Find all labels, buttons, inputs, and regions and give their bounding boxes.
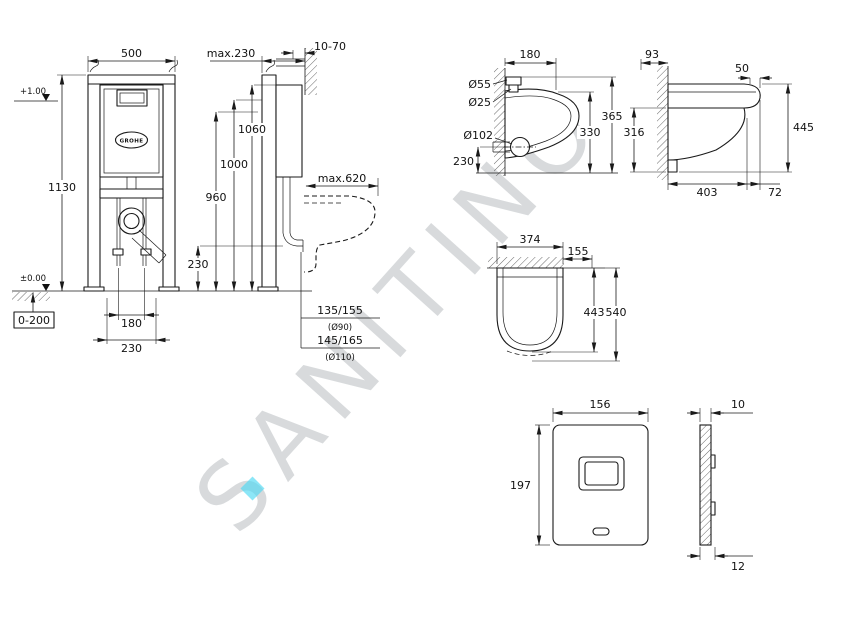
dim-bolt-230: 230 <box>93 298 170 355</box>
plate-front-dims: 156 197 <box>510 398 649 546</box>
outlet-bend-circle <box>117 207 146 235</box>
dim-330-label: 330 <box>580 126 601 139</box>
flush-pipe-assembly <box>99 177 167 266</box>
flush-button-inner <box>584 461 619 486</box>
frame-front-view: GROHE 500 <box>12 47 380 363</box>
floor-hatch <box>12 292 50 301</box>
dim-230-height-label: 230 <box>188 258 209 271</box>
cistern: GROHE <box>99 84 164 178</box>
flush-plate-view: 156 197 10 12 <box>510 398 753 573</box>
dim-374-label: 374 <box>520 233 541 246</box>
bowl-dims: 180 Ø55 Ø25 Ø102 230 330 365 <box>453 48 626 174</box>
dia-55-label: Ø55 <box>468 78 491 91</box>
ref-zero-label: ±0.00 <box>20 274 46 284</box>
dim-wall-gap: 10-70 <box>281 40 346 59</box>
ref-plus100-label: +1.00 <box>20 87 46 97</box>
dia-102-label: Ø102 <box>463 129 493 142</box>
dim-230-bottom-label: 230 <box>121 342 142 355</box>
dim-frame-height: 1130 <box>45 74 86 292</box>
dim-230-outlet-label: 230 <box>453 155 474 168</box>
dim-93-label: 93 <box>645 48 659 61</box>
frame-side-view: max.230 10-70 1060 1000 960 230 <box>185 40 379 292</box>
dim-445-label: 445 <box>793 121 814 134</box>
dim-156-label: 156 <box>590 398 611 411</box>
outlet-d90-label: (Ø90) <box>328 322 352 333</box>
dim-50-label: 50 <box>735 62 749 75</box>
frame-structure <box>83 59 180 292</box>
outlet-145-165-label: 145/165 <box>317 334 363 347</box>
dim-depth: max.230 <box>207 47 306 73</box>
outlet-d110-label: (Ø110) <box>325 352 355 363</box>
dim-960-label: 960 <box>206 191 227 204</box>
flush-button-outer <box>578 456 625 491</box>
dim-403-label: 403 <box>697 186 718 199</box>
dim-180-top-label: 180 <box>520 48 541 61</box>
dim-443-label: 443 <box>584 306 605 319</box>
grohe-logo-text: GROHE <box>120 139 144 145</box>
dim-500-label: 500 <box>121 47 142 60</box>
seat-shape <box>496 267 564 356</box>
ceramic-profile <box>667 107 746 161</box>
plate-side-section <box>699 424 712 546</box>
outlet-135-155-label: 135/155 <box>317 304 363 317</box>
bowl-side-view: 180 Ø55 Ø25 Ø102 230 330 365 <box>453 48 626 176</box>
dim-365-label: 365 <box>602 110 623 123</box>
dim-72-label: 72 <box>768 186 782 199</box>
dim-max230-label: max.230 <box>207 47 255 60</box>
profile-dims: 93 50 445 403 72 316 <box>620 48 814 199</box>
side-structure <box>257 48 317 292</box>
dim-540-label: 540 <box>606 306 627 319</box>
profile-wall <box>657 66 669 180</box>
dim-197-label: 197 <box>510 479 531 492</box>
dim-316-label: 316 <box>624 126 645 139</box>
plate-side-dims: 10 12 <box>687 398 753 573</box>
wall-hatch <box>305 48 317 95</box>
dim-0-200-label: 0-200 <box>18 314 50 327</box>
dim-reach: max.620 <box>304 172 379 273</box>
plate-front <box>552 424 649 546</box>
seat-dims: 374 155 443 540 <box>496 233 630 362</box>
seat-lid-profile <box>667 83 761 109</box>
bowl-profile-view: 93 50 445 403 72 316 <box>620 48 814 199</box>
dim-12-label: 12 <box>731 560 745 573</box>
watermark-diamond <box>240 476 265 501</box>
dim-1130-label: 1130 <box>48 181 76 194</box>
dim-bolt-180: 180 <box>104 268 159 330</box>
dim-1000-label: 1000 <box>220 158 248 171</box>
grohe-logo-oval <box>114 131 149 149</box>
dim-1060-label: 1060 <box>238 123 266 136</box>
dim-max620-label: max.620 <box>318 172 366 185</box>
seat-top-view: 374 155 443 540 <box>487 233 630 362</box>
dim-heights: 1060 1000 960 230 <box>185 84 283 292</box>
dia-25-label: Ø25 <box>468 96 491 109</box>
dim-frame-width: 500 <box>87 47 176 72</box>
plate-side <box>699 424 716 546</box>
plate-logo-slot <box>592 527 610 536</box>
bowl-wall <box>494 68 506 176</box>
bowl-body <box>492 76 580 159</box>
flush-access-window <box>116 89 148 107</box>
profile-body <box>667 83 761 173</box>
dim-10-70-label: 10-70 <box>314 40 346 53</box>
side-flush-bend <box>282 177 304 252</box>
dim-180-label: 180 <box>121 317 142 330</box>
dim-155-label: 155 <box>568 245 589 258</box>
dim-10-label: 10 <box>731 398 745 411</box>
dim-floor-range: 0-200 <box>13 292 55 329</box>
outlet-notes: 135/155 (Ø90) 145/165 (Ø110) <box>300 252 380 363</box>
dashed-bowl-outline <box>304 195 376 273</box>
